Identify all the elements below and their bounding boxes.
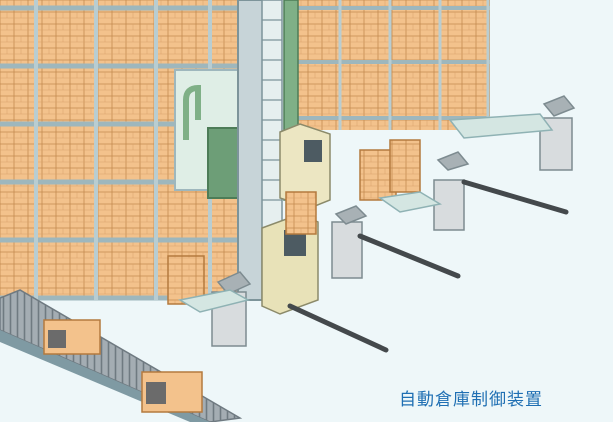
caption-text: 自動倉庫制御装置 [399, 390, 543, 410]
cardboard-box-icon [167, 139, 421, 305]
platforms [177, 113, 554, 313]
storage-rack-right [290, 0, 490, 130]
crane-rails [287, 179, 569, 353]
control-cabinet-center [261, 123, 331, 315]
conveyor-icon [0, 289, 243, 422]
